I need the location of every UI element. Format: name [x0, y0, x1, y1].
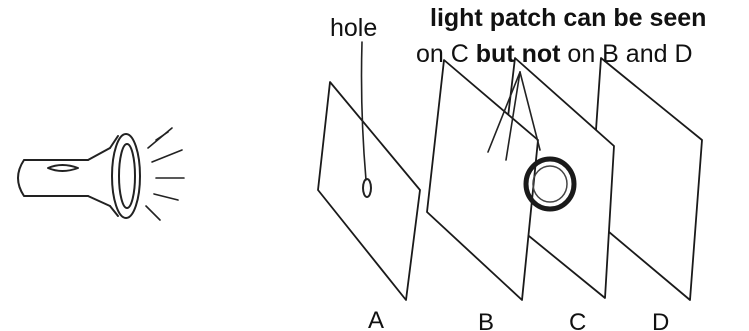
hole-marker — [362, 178, 372, 198]
caption-not: not — [522, 40, 562, 68]
hole-label: hole — [330, 14, 377, 42]
caption-line-1: light patch can be seen — [430, 4, 706, 32]
light-patch-ring — [523, 156, 577, 212]
card-label-A: A — [368, 307, 384, 331]
flashlight-icon — [17, 127, 185, 221]
caption-line-2-part1: on C — [416, 40, 476, 68]
caption-line-2: on C but not on B and D — [416, 40, 693, 68]
caption-line-2-part3: on B and D — [560, 40, 692, 68]
card-label-C: C — [569, 309, 586, 331]
caption-pointer-lines — [487, 71, 541, 161]
caption-but: but — [476, 40, 516, 68]
card-label-D: D — [652, 309, 669, 331]
caption-line-2-part2 — [515, 40, 522, 68]
card-B — [426, 59, 539, 301]
card-A — [317, 81, 421, 301]
hole-pointer-line — [360, 41, 367, 181]
card-label-B: B — [478, 309, 494, 331]
